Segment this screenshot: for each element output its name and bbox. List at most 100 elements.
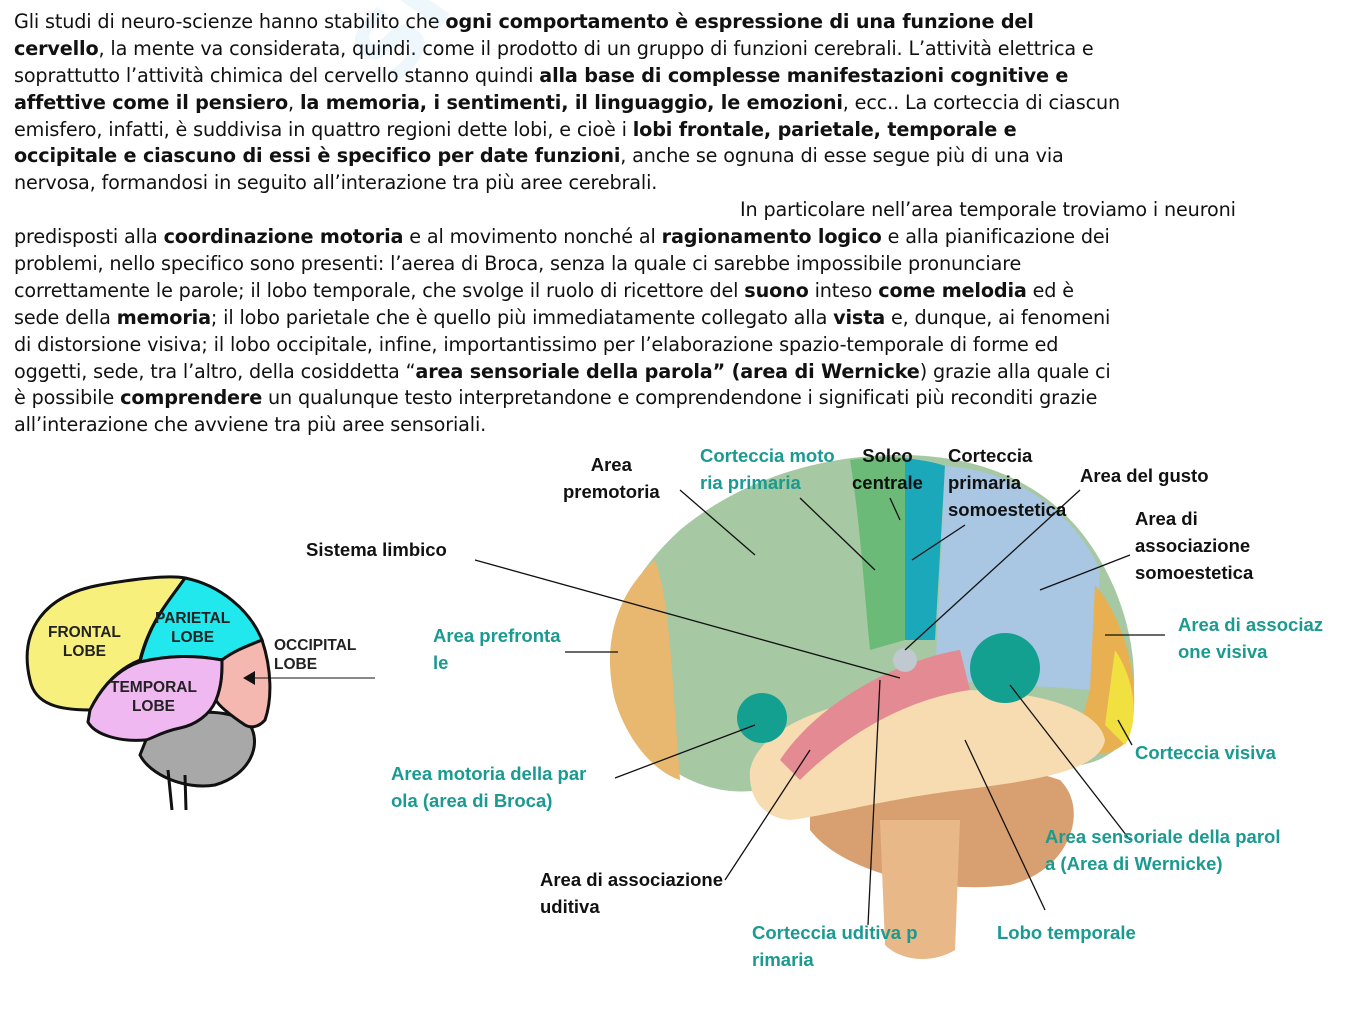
- taste-area: [893, 648, 917, 672]
- label-lobo-temporale: Lobo temporale: [997, 919, 1136, 946]
- label-line: Sistema limbico: [306, 539, 447, 560]
- occipital-lobe-label: OCCIPITAL LOBE: [274, 636, 356, 674]
- text-line: nervosa, formandosi in seguito all’inter…: [14, 170, 1344, 197]
- text-line: di distorsione visiva; il lobo occipital…: [14, 332, 1344, 359]
- parietal-region: [935, 466, 1100, 690]
- bold-text: la memoria, i sentimenti, il linguaggio,…: [299, 90, 843, 114]
- text-line: emisfero, infatti, è suddivisa in quattr…: [14, 117, 1344, 144]
- label-line: LOBE: [131, 698, 176, 715]
- text-line: Gli studi di neuro-scienze hanno stabili…: [14, 9, 1344, 36]
- label-line: associazione: [1135, 535, 1251, 556]
- label-line: Area sensoriale della parol: [1045, 826, 1281, 847]
- text-run: ed è: [1026, 278, 1074, 302]
- label-line: primaria: [948, 472, 1022, 493]
- text-run: un qualunque testo interpretandone e com…: [262, 386, 1098, 410]
- prefrontal-region: [609, 560, 680, 780]
- bold-text: affettive come il pensiero: [14, 90, 289, 114]
- temporal-lobe-label: TEMPORAL LOBE: [110, 678, 197, 716]
- frontal-lobe-label: FRONTAL LOBE: [48, 623, 121, 661]
- label-line: OCCIPITAL: [274, 637, 357, 654]
- text-run: Gli studi di neuro-scienze hanno stabili…: [14, 10, 446, 33]
- motor-cortex: [850, 456, 905, 650]
- label-line: LOBE: [274, 656, 318, 673]
- text-line: correttamente le parole; il lobo tempora…: [14, 278, 1344, 305]
- label-line: ria primaria: [700, 472, 801, 493]
- auditory-cortex-band: [780, 650, 970, 780]
- label-area-wernicke: Area sensoriale della parol a (Area di We…: [1045, 823, 1280, 877]
- label-line: Corteccia: [948, 445, 1033, 466]
- small-temporal-lobe: [86, 655, 224, 742]
- text-run: oggetti, sede, tra l’altro, della cosidd…: [14, 359, 416, 383]
- label-line: Area motoria della par: [391, 763, 587, 784]
- bold-text: lobi frontale, parietale, temporale e: [632, 117, 1017, 141]
- text-run: ,: [288, 90, 300, 114]
- bold-text: ogni comportamento è espressione di una …: [445, 10, 1034, 33]
- label-line: Corteccia moto: [700, 445, 835, 466]
- label-corteccia-somoestetica: Corteccia primaria somoestetica: [948, 442, 1066, 523]
- label-line: PARIETAL: [155, 610, 231, 627]
- label-line: Area prefronta: [433, 625, 561, 646]
- large-brain-diagram: [474, 455, 1165, 960]
- label-line: le: [433, 652, 449, 673]
- label-area-prefrontale: Area prefronta le: [433, 622, 560, 676]
- text-line: occipitale e ciascuno di essi è specific…: [14, 143, 1344, 170]
- bold-text: ragionamento logico: [661, 225, 882, 249]
- label-line: Area di associazione: [540, 869, 724, 890]
- text-run: , ecc.. La corteccia di ciascun: [842, 90, 1120, 114]
- text-run: predisposti alla: [14, 225, 164, 249]
- bold-text: cervello: [14, 36, 99, 60]
- small-brain-diagram: [25, 575, 375, 811]
- text-line: sede della memoria; il lobo parietale ch…: [14, 305, 1344, 332]
- label-line: LOBE: [62, 643, 106, 660]
- text-run: sede della: [14, 305, 117, 329]
- text-run: è possibile: [14, 386, 121, 410]
- bold-text: memoria: [116, 305, 211, 329]
- label-area-premotoria: Area premotoria: [563, 451, 660, 505]
- label-corteccia-motoria: Corteccia moto ria primaria: [700, 442, 835, 496]
- label-line: Area di associaz: [1178, 614, 1323, 635]
- label-area-assoc-uditiva: Area di associazione uditiva: [540, 866, 723, 920]
- document-body: Gli studi di neuro-scienze hanno stabili…: [14, 9, 1344, 439]
- text-run: , anche se ognuna di esse segue più di u…: [620, 144, 1064, 168]
- label-line: premotoria: [563, 481, 660, 502]
- label-corteccia-visiva: Corteccia visiva: [1135, 739, 1276, 766]
- text-line: problemi, nello specifico sono presenti:…: [14, 251, 1344, 278]
- label-line: Area: [590, 454, 632, 475]
- text-line: affettive come il pensiero, la memoria, …: [14, 90, 1344, 117]
- text-run: inteso: [808, 278, 879, 302]
- brainstem: [880, 820, 960, 960]
- text-run: nervosa, formandosi in seguito all’inter…: [14, 171, 658, 195]
- label-line: uditiva: [540, 896, 600, 917]
- text-run: problemi, nello specifico sono presenti:…: [14, 252, 1022, 276]
- arrow-icon: [243, 671, 255, 685]
- text-run: In particolare nell’area temporale trovi…: [740, 198, 1236, 222]
- text-line: In particolare nell’area temporale trovi…: [14, 197, 1344, 224]
- label-line: Area di: [1135, 508, 1198, 529]
- label-line: TEMPORAL: [110, 679, 197, 696]
- text-run: e al movimento nonché al: [403, 225, 662, 249]
- label-line: somoestetica: [948, 499, 1067, 520]
- bold-text: area sensoriale della parola” (area di W…: [415, 359, 920, 383]
- bold-text: come melodia: [878, 278, 1027, 302]
- bold-text: vista: [833, 305, 886, 329]
- label-line: Corteccia visiva: [1135, 742, 1276, 763]
- text-run: correttamente le parole; il lobo tempora…: [14, 278, 745, 302]
- label-line: Solco: [862, 445, 913, 466]
- bold-text: suono: [744, 278, 809, 302]
- label-line: a (Area di Wernicke): [1045, 853, 1223, 874]
- bold-text: alla base di complesse manifestazioni co…: [539, 63, 1069, 87]
- label-line: Corteccia uditiva p: [752, 922, 918, 943]
- text-line: cervello, la mente va considerata, quind…: [14, 36, 1344, 63]
- wernicke-area: [970, 633, 1040, 703]
- bold-text: occipitale e ciascuno di essi è specific…: [14, 144, 621, 168]
- broca-area: [737, 693, 787, 743]
- label-line: LOBE: [171, 629, 215, 646]
- text-line: all’interazione che avviene tra più aree…: [14, 412, 1344, 439]
- label-line: FRONTAL: [48, 624, 121, 641]
